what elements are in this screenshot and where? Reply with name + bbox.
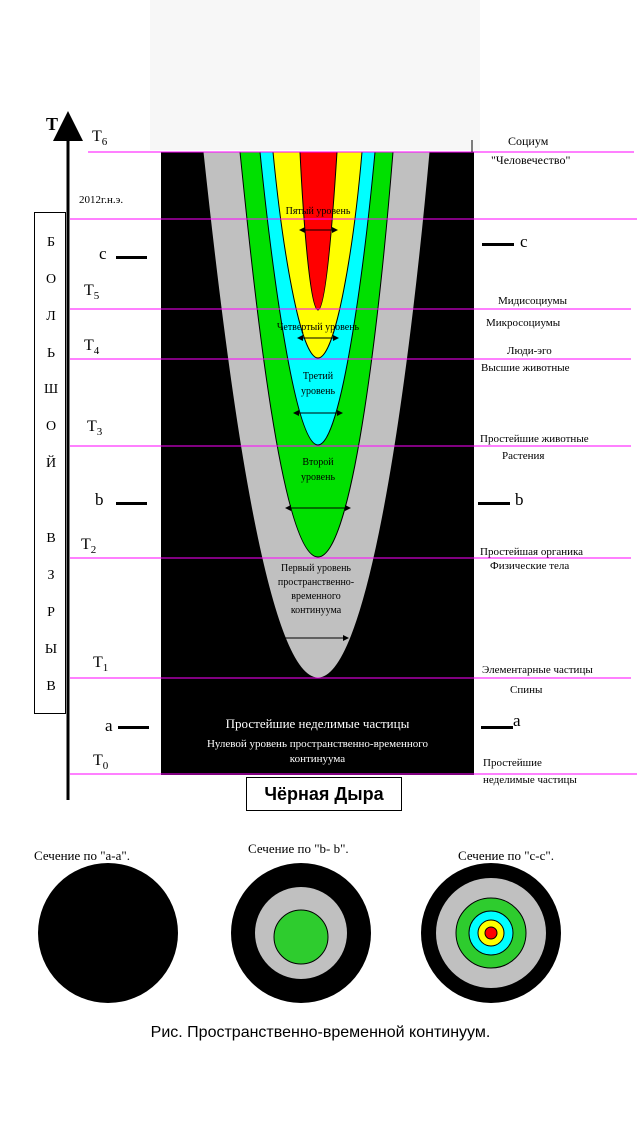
label-indivisible-1: Простейшие — [483, 757, 542, 769]
section-bb-green — [273, 909, 329, 965]
axis-label: T — [46, 114, 59, 134]
label-spins: Спины — [510, 684, 543, 696]
section-cc-red — [484, 926, 498, 940]
section-bb-caption: Сечение по "b- b". — [248, 841, 349, 856]
label-organics: Простейшая органика — [480, 546, 584, 558]
level-1-label-line3: временного — [291, 591, 341, 602]
label-socium: Социум — [508, 134, 549, 148]
section-letter-a-left: a — [105, 716, 113, 735]
time-lines — [70, 151, 637, 775]
zero-level-line1: Нулевой уровень пространственно-временно… — [206, 738, 429, 750]
section-cc-caption: Сечение по "с-с". — [458, 848, 554, 863]
label-people: Люди-эго — [507, 345, 552, 357]
section-tick-a-left — [118, 726, 149, 729]
zero-level-title: Простейшие неделимые частицы — [225, 716, 410, 731]
side-letter: Ь — [46, 346, 56, 361]
time-label-t4: T4 — [84, 337, 100, 358]
big-bang-box: Б О Л Ь Ш О Й В З Р Ы В — [34, 212, 66, 714]
figure-caption: Рис. Пространственно-временной континуум… — [150, 1024, 491, 1041]
background-texture — [150, 0, 480, 150]
level-1-label-line1: Первый уровень — [281, 563, 351, 574]
section-letter-b-left: b — [95, 490, 104, 509]
section-tick-c-right — [482, 243, 514, 246]
section-aa-circle — [38, 863, 178, 1003]
label-micro: Микросоциумы — [486, 317, 561, 329]
side-letter: В — [46, 679, 56, 694]
zero-level-line2: континуума — [289, 753, 346, 765]
label-indivisible-2: неделимые частицы — [483, 774, 577, 786]
level-3-label-line1: Третий — [302, 371, 334, 382]
section-tick-b-right — [478, 502, 510, 505]
side-letter: Ш — [43, 382, 59, 397]
time-label-t2: T2 — [81, 536, 97, 557]
label-humanity: "Человечество" — [491, 153, 571, 167]
section-letter-a-right: a — [513, 711, 521, 730]
label-simple-animals: Простейшие животные — [480, 433, 589, 445]
side-letter: О — [45, 272, 57, 287]
section-letter-c-right: c — [520, 232, 528, 251]
level-3-label-line2: уровень — [300, 386, 335, 397]
time-label-t0: T0 — [93, 752, 109, 773]
level-4-label: Четвертый уровень — [276, 322, 360, 333]
side-letter: Ы — [44, 642, 58, 657]
black-hole-label: Чёрная Дыра — [246, 777, 402, 811]
label-elementary: Элементарные частицы — [482, 664, 593, 676]
level-5-label: Пятый уровень — [285, 206, 351, 217]
label-midi: Мидисоциумы — [498, 295, 568, 307]
time-label-t3: T3 — [87, 418, 103, 439]
side-letter: Б — [46, 235, 56, 250]
side-letter: Й — [45, 456, 57, 471]
side-letter: З — [47, 568, 55, 583]
label-plants: Растения — [502, 450, 545, 462]
side-letter: Р — [47, 605, 55, 620]
year-label: 2012г.н.э. — [79, 194, 124, 206]
time-label-t5: T5 — [84, 282, 100, 303]
level-1-label-line4: континуума — [290, 605, 342, 616]
section-tick-c-left — [116, 256, 147, 259]
side-letter: О — [45, 419, 57, 434]
label-physical-bodies: Физические тела — [490, 560, 570, 572]
section-letter-b-right: b — [515, 490, 524, 509]
time-label-t6: T6 — [92, 128, 108, 149]
section-aa-caption: Сечение по "а-а". — [34, 848, 130, 863]
section-tick-b-left — [116, 502, 147, 505]
side-letter: Л — [46, 309, 56, 324]
section-tick-a-right — [481, 726, 513, 729]
section-letter-c-left: c — [99, 244, 107, 263]
level-2-label-line2: уровень — [300, 472, 335, 483]
time-label-t1: T1 — [93, 654, 109, 675]
label-higher-animals: Высшие животные — [481, 362, 570, 374]
side-letter: В — [46, 531, 56, 546]
level-2-label-line1: Второй — [302, 457, 334, 468]
level-1-label-line2: пространственно- — [277, 577, 355, 588]
